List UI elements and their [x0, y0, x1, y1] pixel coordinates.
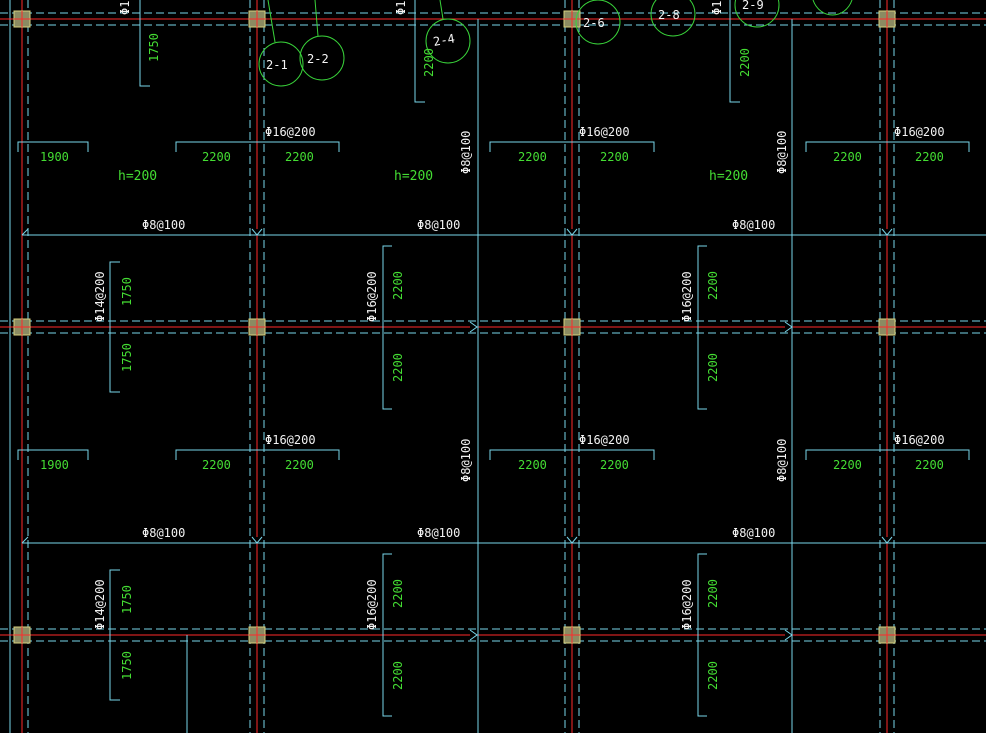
dim-2200-vertical-4: 2200 — [706, 353, 720, 382]
bubble-label-2-8: 2-8 — [658, 8, 680, 22]
column-2-1 — [13, 318, 31, 336]
label-phi8-top-3: Φ8@100 — [732, 218, 775, 232]
dim-2200-vertical-1: 2200 — [391, 271, 405, 300]
dim-2200-vertical-7: 2200 — [706, 579, 720, 608]
small-top-arc — [812, 0, 853, 16]
dim-1750-top-fragment: 1750 — [147, 33, 161, 62]
label-phi16-vertical-1: Φ16@200 — [365, 271, 379, 322]
dim-2200-top-2: 2200 — [285, 150, 314, 164]
dim-2200-mid-6: 2200 — [915, 458, 944, 472]
dim-1900-mid: 1900 — [40, 458, 69, 472]
dim-2200-top-1: 2200 — [202, 150, 231, 164]
dim-2200-vertical-8: 2200 — [706, 661, 720, 690]
column-2-2 — [248, 318, 266, 336]
dim-2200-mid-5: 2200 — [833, 458, 862, 472]
dim-2200-top-fragment-1: 2200 — [422, 48, 436, 77]
label-phi14-vertical-top: Φ14@200 — [93, 271, 107, 322]
dim-1750-left-bottom-bottom: 1750 — [120, 651, 134, 680]
label-phi16-mid-3: Φ16@200 — [894, 433, 945, 447]
dim-2200-top-6: 2200 — [915, 150, 944, 164]
dim-2200-mid-1: 2200 — [202, 458, 231, 472]
column-1-1 — [13, 10, 31, 28]
label-phi16-vertical-3: Φ16@200 — [365, 579, 379, 630]
column-1-4 — [878, 10, 896, 28]
label-phi16-vertical-2: Φ16@200 — [680, 271, 694, 322]
dim-2200-mid-2: 2200 — [285, 458, 314, 472]
column-2-3 — [563, 318, 581, 336]
label-phi8-mid-3: Φ8@100 — [732, 526, 775, 540]
label-phi16-vertical-4: Φ16@200 — [680, 579, 694, 630]
label-phi8-mid-2: Φ8@100 — [417, 526, 460, 540]
column-1-2 — [248, 10, 266, 28]
bubble-label-2-1: 2-1 — [266, 58, 288, 72]
leader-line-2-1 — [267, 0, 276, 43]
label-phi8-mid-1: Φ8@100 — [142, 526, 185, 540]
label-phi-top-fragment-3: Φ1 — [710, 1, 724, 15]
bubble-label-2-6: 2-6 — [583, 16, 605, 30]
dim-2200-mid-3: 2200 — [518, 458, 547, 472]
dim-2200-vertical-5: 2200 — [391, 579, 405, 608]
column-3-1 — [13, 626, 31, 644]
detail-bubbles — [258, 0, 853, 87]
label-phi14-vertical-bottom: Φ14@200 — [93, 579, 107, 630]
leader-line-2-2 — [314, 0, 319, 37]
bubble-2-6 — [575, 0, 621, 45]
label-phi8-top-1: Φ8@100 — [142, 218, 185, 232]
dim-1750-left-bottom-top: 1750 — [120, 585, 134, 614]
column-3-2 — [248, 626, 266, 644]
h-label-1: h=200 — [118, 169, 157, 184]
top-dimension-brackets — [17, 0, 970, 717]
label-phi8-top-2: Φ8@100 — [417, 218, 460, 232]
bubble-labels: 2-1 2-2 2-4 2-6 2-8 2-9 — [266, 0, 764, 72]
dim-2200-vertical-3: 2200 — [706, 271, 720, 300]
dim-2200-mid-4: 2200 — [600, 458, 629, 472]
label-phi8-vertical-mid-right: Φ8@100 — [775, 439, 789, 482]
bubble-2-1 — [258, 41, 304, 87]
dim-1900-top: 1900 — [40, 150, 69, 164]
column-2-4 — [878, 318, 896, 336]
label-phi16-top-2: Φ16@200 — [579, 125, 630, 139]
label-phi16-top-1: Φ16@200 — [265, 125, 316, 139]
label-phi-top-fragment-2: Φ1 — [394, 1, 408, 15]
dim-2200-top-5: 2200 — [833, 150, 862, 164]
dim-2200-top-fragment-2: 2200 — [738, 48, 752, 77]
dim-2200-vertical-6: 2200 — [391, 661, 405, 690]
label-phi-top-fragment-1: Φ1 — [118, 1, 132, 15]
label-phi8-vertical-mid-mid: Φ8@100 — [459, 439, 473, 482]
bubble-label-2-9: 2-9 — [742, 0, 764, 12]
bubble-2-4 — [425, 18, 471, 64]
dim-1750-left-mid: 1750 — [120, 343, 134, 372]
dim-2200-vertical-2: 2200 — [391, 353, 405, 382]
bubble-2-8 — [650, 0, 696, 37]
h-label-3: h=200 — [709, 169, 748, 184]
column-3-4 — [878, 626, 896, 644]
bubble-label-2-4: 2-4 — [432, 31, 456, 49]
label-phi16-mid-2: Φ16@200 — [579, 433, 630, 447]
label-phi16-top-3: Φ16@200 — [894, 125, 945, 139]
column-3-3 — [563, 626, 581, 644]
bubble-label-2-2: 2-2 — [307, 52, 329, 66]
dim-2200-top-3: 2200 — [518, 150, 547, 164]
label-phi16-mid-1: Φ16@200 — [265, 433, 316, 447]
label-phi8-vertical-top-right: Φ8@100 — [775, 131, 789, 174]
bubble-2-2 — [299, 35, 345, 81]
h-label-2: h=200 — [394, 169, 433, 184]
bubble-2-9 — [734, 0, 780, 28]
label-phi8-vertical-top-mid: Φ8@100 — [459, 131, 473, 174]
intersection-ticks — [21, 228, 893, 641]
reinforcement-labels: Φ16@200 Φ16@200 Φ16@200 Φ16@200 Φ16@200 … — [93, 1, 945, 630]
columns — [13, 10, 896, 644]
dimension-labels: 1900 1900 2200 2200 2200 2200 2200 2200 … — [40, 33, 944, 690]
dim-2200-top-4: 2200 — [600, 150, 629, 164]
leader-line-2-4 — [439, 0, 444, 20]
dim-1750-left-top: 1750 — [120, 277, 134, 306]
